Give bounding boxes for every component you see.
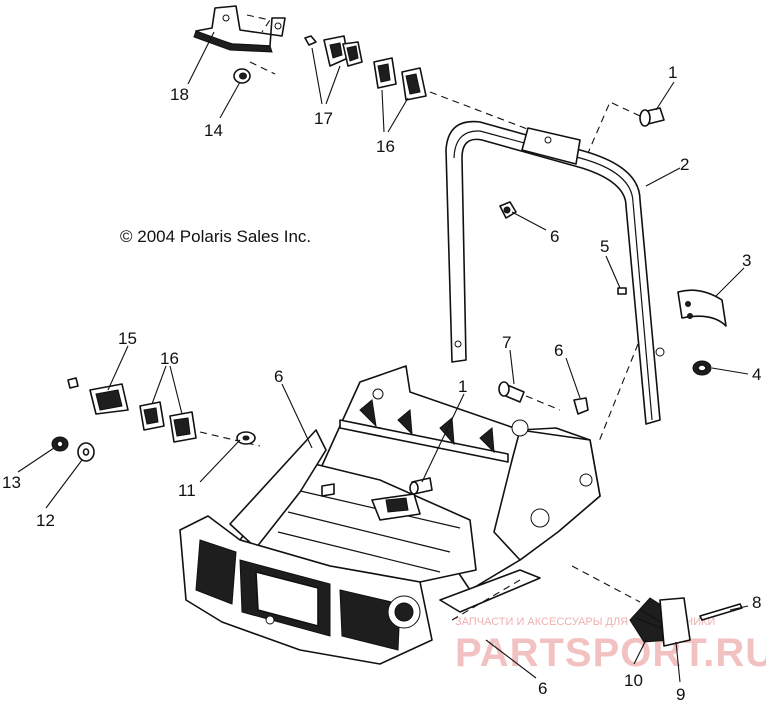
part-13-nut-top — [233, 68, 251, 84]
part-2-backrest-frame — [445, 120, 665, 425]
callout-1-top: 1 — [668, 63, 677, 82]
leader-lines — [17, 31, 749, 683]
part-7-bolt — [498, 381, 561, 411]
callout-9: 9 — [676, 685, 685, 704]
part-13-nut-left — [51, 436, 69, 452]
main-chassis — [179, 365, 601, 665]
part-9-housing — [659, 597, 691, 647]
part-14-clamp — [67, 377, 129, 415]
callout-6-right: 6 — [554, 341, 563, 360]
part-8-screw — [451, 565, 743, 621]
part-1-bolt-top — [584, 101, 665, 161]
callout-6-left: 6 — [274, 367, 283, 386]
copyright-text: © 2004 Polaris Sales Inc. — [120, 227, 311, 246]
callout-16: 16 — [376, 137, 395, 156]
watermark: ЗАПЧАСТИ И АКСЕССУАРЫ ДЛЯ МОТОТЕХНИКИ PA… — [455, 616, 766, 675]
part-15-clamp — [139, 401, 261, 447]
callout-18: 18 — [170, 85, 189, 104]
callout-3: 3 — [742, 251, 751, 270]
callout-4: 4 — [752, 365, 761, 384]
callout-13-top: 14 — [204, 121, 223, 140]
callout-12: 12 — [36, 511, 55, 530]
callout-6-bottom: 6 — [538, 679, 547, 698]
part-16-clamp — [373, 57, 531, 131]
callout-14: 15 — [118, 329, 137, 348]
callout-5: 5 — [600, 237, 609, 256]
callout-2: 2 — [680, 155, 689, 174]
part-5-screw — [617, 287, 627, 295]
callout-7: 7 — [502, 333, 511, 352]
callout-8: 8 — [752, 593, 761, 612]
callout-labels: 18 14 17 16 1 2 6 5 3 4 7 6 6 1 15 16 11… — [2, 63, 761, 704]
part-6-clip-upper — [499, 201, 517, 219]
callout-17: 17 — [314, 109, 333, 128]
part-18-bracket — [193, 5, 286, 75]
part-3-cover — [677, 289, 727, 327]
callout-15: 16 — [160, 349, 179, 368]
part-11-washer — [236, 431, 256, 445]
callout-1-center: 1 — [458, 377, 467, 396]
part-17-clamp — [304, 35, 363, 67]
callout-11: 11 — [178, 481, 196, 500]
callout-6-upper: 6 — [550, 227, 559, 246]
part-12-washer — [77, 442, 95, 462]
part-4-nut — [692, 360, 712, 376]
callout-13-left: 13 — [2, 473, 21, 492]
watermark-title: PARTSPORT.RU — [455, 631, 766, 675]
callout-10: 10 — [624, 671, 643, 690]
part-6-clip-right — [573, 343, 639, 445]
